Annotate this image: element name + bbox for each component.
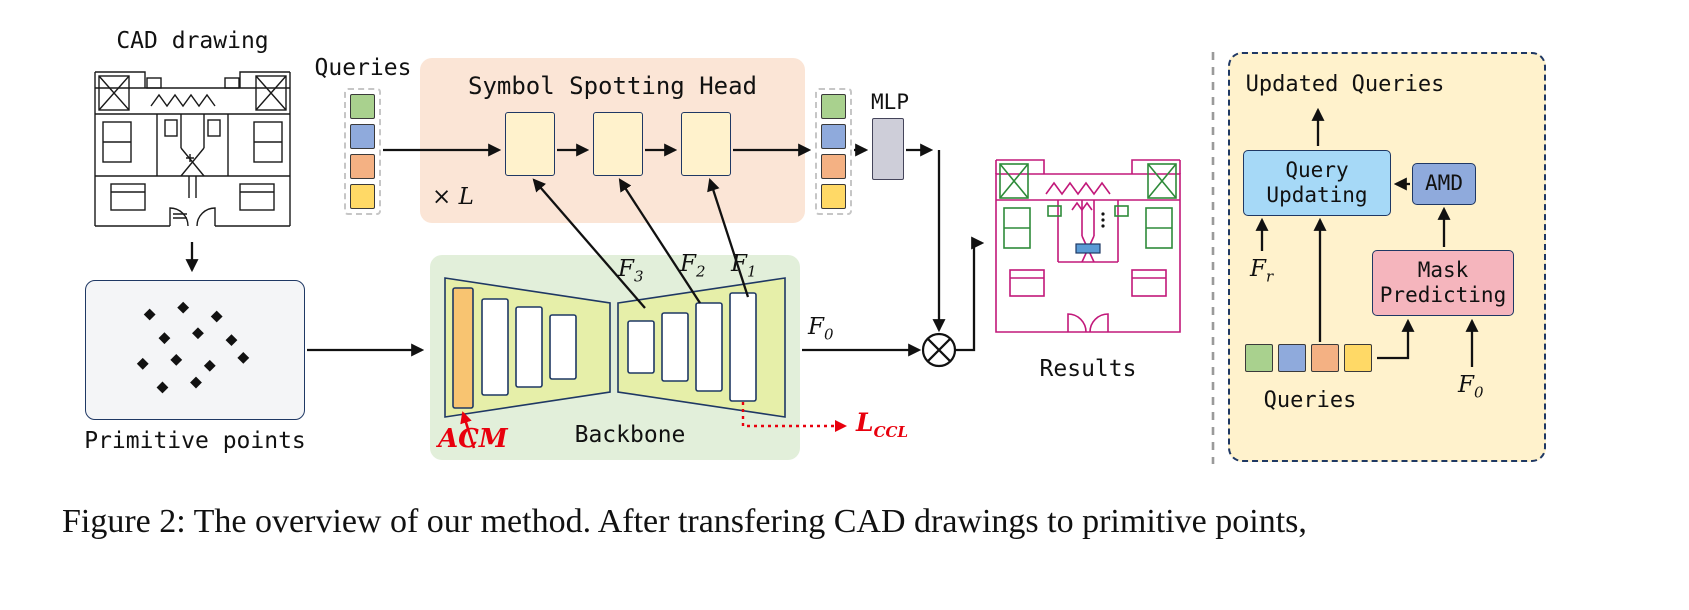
ccl-loss-label: LCCL — [856, 408, 909, 441]
backbone-box — [430, 255, 800, 460]
otimes-operator-icon — [921, 332, 957, 368]
repeat-times-l-label: × L — [432, 184, 474, 210]
primitive-points-box — [85, 280, 305, 420]
feature-fr-label: Fr — [1250, 256, 1274, 286]
feature-f3-label: F3 — [618, 256, 644, 286]
queries-stack-input — [344, 88, 381, 215]
panel-feature-f0-label: F0 — [1458, 372, 1484, 402]
mlp-label: MLP — [871, 90, 909, 114]
results-label: Results — [1039, 356, 1137, 382]
symbol-spotting-head-title: Symbol Spotting Head — [468, 72, 757, 100]
decoder-layer-block-1 — [505, 112, 555, 176]
query-token-blue — [1278, 344, 1306, 372]
query-token-green — [821, 94, 846, 119]
queries-input-label: Queries — [314, 55, 412, 81]
feature-f1-label: F1 — [731, 251, 757, 281]
primitive-points-label: Primitive points — [84, 428, 306, 454]
cad-floorplan-sketch-icon — [94, 71, 291, 227]
cad-drawing-thumbnail — [85, 58, 300, 236]
results-thumbnail — [988, 148, 1188, 346]
amd-box: AMD — [1412, 163, 1476, 205]
cad-drawing-label: CAD drawing — [116, 28, 269, 54]
decoder-feature-blocks — [627, 292, 757, 402]
figure-caption: Figure 2: The overview of our method. Af… — [62, 503, 1307, 540]
query-token-blue — [821, 124, 846, 149]
backbone-label: Backbone — [574, 422, 686, 448]
query-token-orange — [1311, 344, 1339, 372]
acm-module — [452, 287, 474, 409]
acm-label: ACM — [438, 424, 508, 454]
results-floorplan-sketch-icon — [995, 159, 1181, 333]
query-token-orange — [821, 154, 846, 179]
query-token-yellow — [821, 184, 846, 209]
query-updating-box: Query Updating — [1243, 150, 1391, 216]
query-token-yellow — [350, 184, 375, 209]
encoder-feature-blocks — [481, 298, 577, 396]
query-token-green — [350, 94, 375, 119]
feature-f0-label: F0 — [808, 314, 834, 344]
arrow-multiply-to-results — [956, 236, 985, 352]
query-token-green — [1245, 344, 1273, 372]
query-token-blue — [350, 124, 375, 149]
feature-f2-label: F2 — [680, 251, 706, 281]
decoder-layer-block-2 — [593, 112, 643, 176]
panel-queries-label: Queries — [1263, 388, 1357, 413]
mlp-box — [872, 118, 904, 180]
query-token-orange — [350, 154, 375, 179]
primitive-points-icon — [136, 301, 250, 394]
queries-row-panel — [1245, 344, 1372, 372]
mask-predicting-box: Mask Predicting — [1372, 250, 1514, 316]
decoder-layer-block-3 — [681, 112, 731, 176]
query-token-yellow — [1344, 344, 1372, 372]
queries-stack-output — [815, 88, 852, 215]
updated-queries-label: Updated Queries — [1245, 72, 1445, 97]
